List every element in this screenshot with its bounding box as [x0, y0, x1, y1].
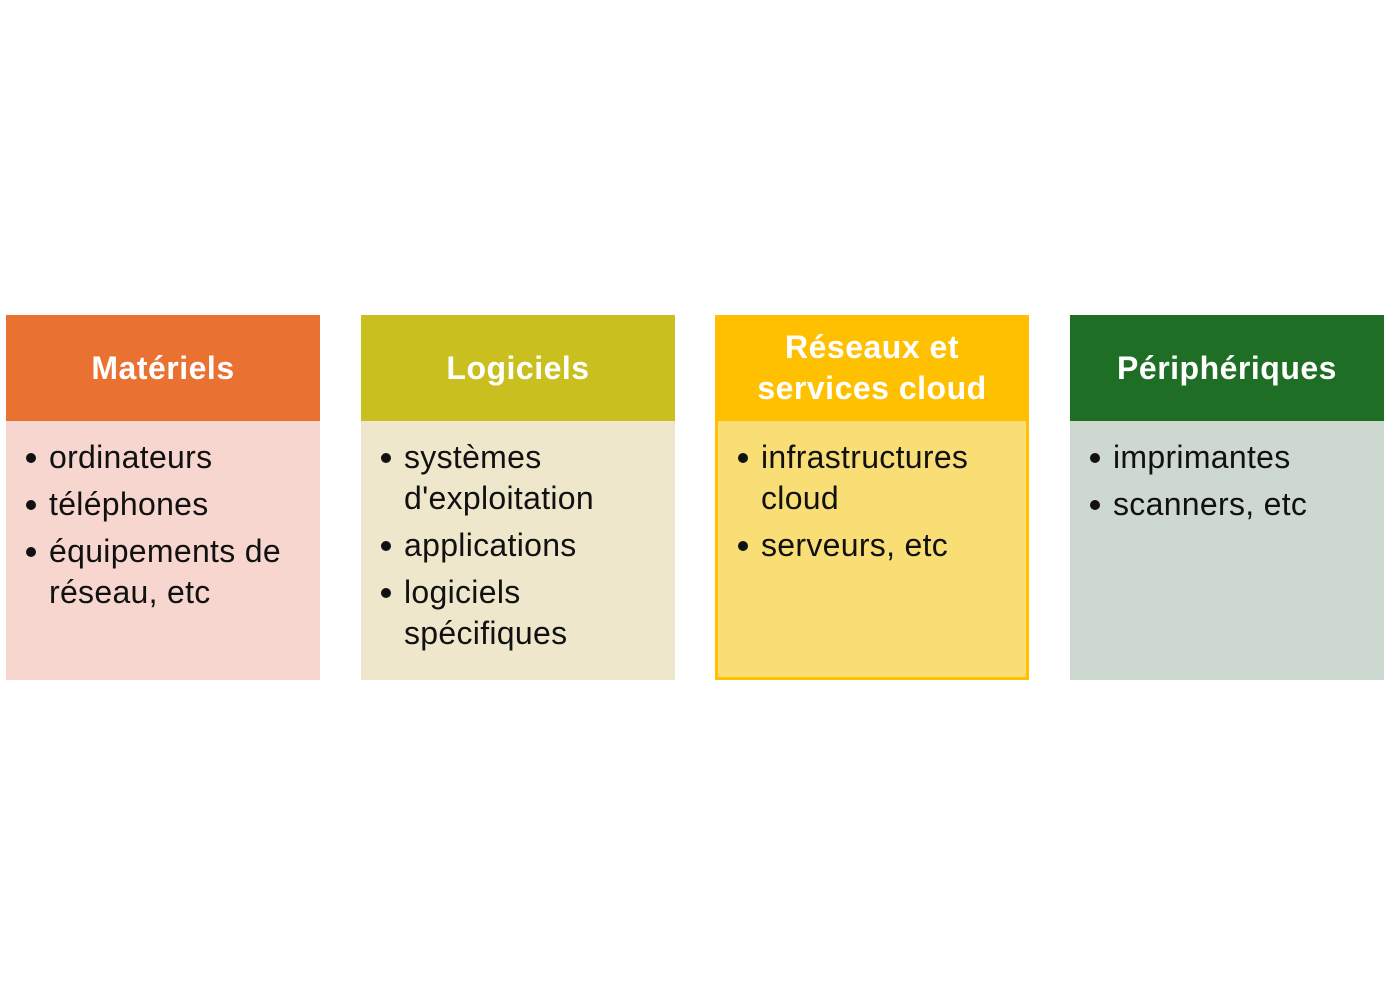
card-header: Matériels [6, 315, 320, 421]
item-label: scanners, etc [1113, 486, 1308, 522]
bullet-icon [26, 547, 36, 557]
item-label: applications [404, 527, 577, 563]
card-reseaux-cloud: Réseaux et services cloud infrastructure… [715, 315, 1029, 680]
item-label: téléphones [49, 486, 209, 522]
item-label: imprimantes [1113, 439, 1291, 475]
card-logiciels: Logiciels systèmes d'exploitation applic… [361, 315, 675, 680]
list-item: scanners, etc [1086, 484, 1370, 525]
card-materiels: Matériels ordinateurs téléphones équipem… [6, 315, 320, 680]
item-label: systèmes d'exploitation [404, 439, 594, 516]
bullet-icon [381, 541, 391, 551]
bullet-icon [381, 453, 391, 463]
item-label: serveurs, etc [761, 527, 949, 563]
list-item: ordinateurs [22, 437, 306, 478]
bullet-icon [26, 453, 36, 463]
item-list: imprimantes scanners, etc [1086, 437, 1370, 525]
card-header: Logiciels [361, 315, 675, 421]
card-body: infrastructures cloud serveurs, etc [718, 421, 1026, 677]
list-item: applications [377, 525, 661, 566]
item-label: infrastructures cloud [761, 439, 969, 516]
list-item: équipements de réseau, etc [22, 531, 306, 613]
bullet-icon [1090, 453, 1100, 463]
item-list: infrastructures cloud serveurs, etc [734, 437, 1012, 566]
bullet-icon [26, 500, 36, 510]
item-label: ordinateurs [49, 439, 213, 475]
card-header: Réseaux et services cloud [715, 315, 1029, 421]
card-header: Périphériques [1070, 315, 1384, 421]
list-item: téléphones [22, 484, 306, 525]
bullet-icon [738, 453, 748, 463]
list-item: logiciels spécifiques [377, 572, 661, 654]
list-item: serveurs, etc [734, 525, 1012, 566]
list-item: imprimantes [1086, 437, 1370, 478]
bullet-icon [381, 588, 391, 598]
bullet-icon [738, 541, 748, 551]
card-body: imprimantes scanners, etc [1070, 421, 1384, 680]
list-item: systèmes d'exploitation [377, 437, 661, 519]
item-label: logiciels spécifiques [404, 574, 568, 651]
item-list: systèmes d'exploitation applications log… [377, 437, 661, 654]
card-peripheriques: Périphériques imprimantes scanners, etc [1070, 315, 1384, 680]
card-body: systèmes d'exploitation applications log… [361, 421, 675, 680]
item-list: ordinateurs téléphones équipements de ré… [22, 437, 306, 613]
list-item: infrastructures cloud [734, 437, 1012, 519]
item-label: équipements de réseau, etc [49, 533, 281, 610]
bullet-icon [1090, 500, 1100, 510]
card-body: ordinateurs téléphones équipements de ré… [6, 421, 320, 680]
